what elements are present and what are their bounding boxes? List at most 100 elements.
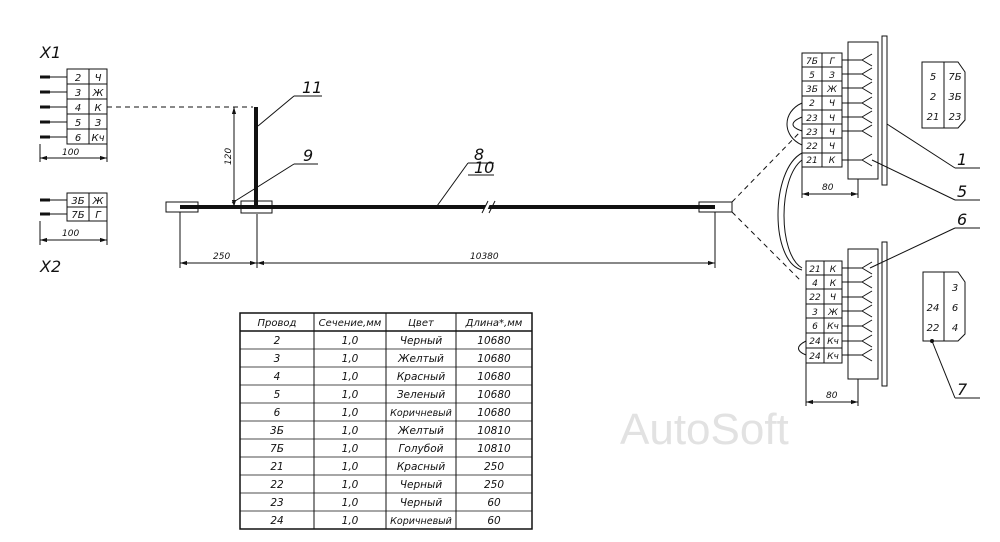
connector-x2-label: X2: [39, 257, 61, 276]
bottom-conn-color: Кч: [827, 352, 839, 362]
table-cell: Черный: [400, 479, 442, 491]
watermark-text: AutoSoft: [620, 405, 789, 454]
x1-pin-color: К: [94, 103, 102, 114]
bottom-conn-pin: 3: [812, 308, 818, 318]
bottom-conn-pin: 22: [809, 293, 821, 303]
x2-pin-color: Ж: [92, 196, 105, 207]
top-conn-color: Ч: [829, 128, 835, 138]
face-view-bottom: 3 24 6 22 4: [922, 271, 966, 342]
table-cell: Коричневый: [390, 516, 452, 527]
table-header: Длина*,мм: [465, 318, 523, 329]
table-cell: 1,0: [342, 461, 359, 473]
table-cell: 250: [484, 479, 504, 491]
table-cell: 1,0: [342, 407, 359, 419]
branch-height-dim: 120: [224, 148, 234, 165]
x1-pin-number: 6: [75, 133, 81, 144]
callout-label: 10: [474, 158, 494, 177]
bottom-conn-color: Ч: [830, 293, 836, 303]
top-conn-pin: 22: [806, 142, 818, 152]
top-conn-color: Ч: [829, 142, 835, 152]
table-cell: Красный: [397, 371, 445, 383]
table-cell: 21: [270, 461, 283, 473]
x1-width-dim: 100: [62, 148, 79, 158]
table-cell: 1,0: [342, 443, 359, 455]
face-bottom-pin: 22: [927, 323, 940, 334]
callout-label: 1: [957, 150, 967, 169]
connector-bottom-right: 21 К 4 К 22 Ч 3 Ж 6 Кч 24 Кч 24 Кч: [798, 241, 888, 406]
callout-label: 11: [302, 78, 322, 97]
table-cell: 1,0: [342, 353, 359, 365]
table-cell: 1,0: [342, 497, 359, 509]
left-length-dim: 250: [213, 252, 230, 262]
table-cell: 3Б: [270, 425, 284, 437]
table-cell: 7Б: [270, 443, 284, 455]
table-cell: 5: [274, 389, 281, 401]
table-cell: 10680: [477, 335, 511, 347]
table-cell: 60: [487, 497, 501, 509]
table-cell: 10680: [477, 407, 511, 419]
bottom-conn-pin: 4: [812, 279, 818, 289]
table-cell: 1,0: [342, 425, 359, 437]
callout-label: 5: [957, 182, 967, 201]
table-cell: Зеленый: [397, 389, 446, 401]
table-cell: 1,0: [342, 515, 359, 527]
main-length-dim: 10380: [470, 252, 499, 262]
face-bottom-pin: 3: [952, 283, 958, 294]
face-top-pin: 3Б: [948, 92, 961, 103]
table-cell: Голубой: [399, 443, 444, 455]
main-harness: 120 250 10380: [165, 107, 733, 268]
table-cell: Черный: [400, 335, 442, 347]
face-view-top: 5 7Б 2 3Б 21 23: [921, 61, 966, 129]
bottom-conn-pin: 24: [809, 352, 821, 362]
table-cell: Красный: [397, 461, 445, 473]
table-cell: 10680: [477, 353, 511, 365]
table-cell: 22: [270, 479, 284, 491]
table-cell: 3: [274, 353, 281, 365]
table-cell: 24: [270, 515, 283, 527]
table-cell: 4: [274, 371, 281, 383]
table-cell: Коричневый: [390, 408, 452, 419]
x1-pin-number: 5: [75, 118, 81, 129]
callouts: [231, 95, 494, 207]
x1-pin-color: Ч: [95, 73, 102, 84]
table-cell: 2: [274, 335, 281, 347]
bottom-conn-pin: 6: [812, 322, 818, 332]
table-cell: 1,0: [342, 389, 359, 401]
callout-label: 8: [474, 145, 484, 164]
table-cell: 10810: [477, 443, 511, 455]
x1-pin-color: З: [95, 118, 102, 129]
x2-pin-number: 7Б: [71, 210, 84, 221]
face-top-pin: 5: [930, 72, 936, 83]
top-conn-color: Ч: [829, 99, 835, 109]
top-conn-pin: 5: [809, 71, 815, 81]
bottom-conn-color: Кч: [827, 337, 839, 347]
top-conn-color: Ч: [829, 114, 835, 124]
table-cell: 23: [270, 497, 283, 509]
x2-pin-number: 3Б: [71, 196, 84, 207]
face-bottom-pin: 24: [927, 303, 940, 314]
face-top-pin: 21: [927, 112, 940, 123]
table-cell: 10680: [477, 389, 511, 401]
table-cell: 10810: [477, 425, 511, 437]
top-conn-pin: 23: [806, 114, 818, 124]
x2-pin-color: Г: [95, 210, 102, 221]
x1-pin-number: 2: [75, 73, 81, 84]
connector-x1: X1 2 Ч 3 Ж 4 К 5 З 6 Кч: [39, 43, 253, 162]
table-cell: 1,0: [342, 335, 359, 347]
x1-pin-number: 3: [75, 88, 81, 99]
top-conn-color: Ж: [826, 85, 837, 95]
top-conn-pin: 3Б: [806, 85, 818, 95]
table-cell: Желтый: [397, 425, 444, 437]
table-cell: 250: [484, 461, 504, 473]
connector-top-right: 7Б Г 5 З 3Б Ж 2 Ч 23 Ч 23 Ч 22 Ч 21 К: [786, 35, 888, 198]
table-header: Цвет: [408, 318, 435, 329]
table-cell: 10680: [477, 371, 511, 383]
top-conn-pin: 21: [806, 156, 817, 166]
table-cell: 1,0: [342, 371, 359, 383]
bottom-conn-color: Кч: [827, 322, 839, 332]
face-bottom-pin: 6: [952, 303, 958, 314]
table-cell: Желтый: [397, 353, 444, 365]
